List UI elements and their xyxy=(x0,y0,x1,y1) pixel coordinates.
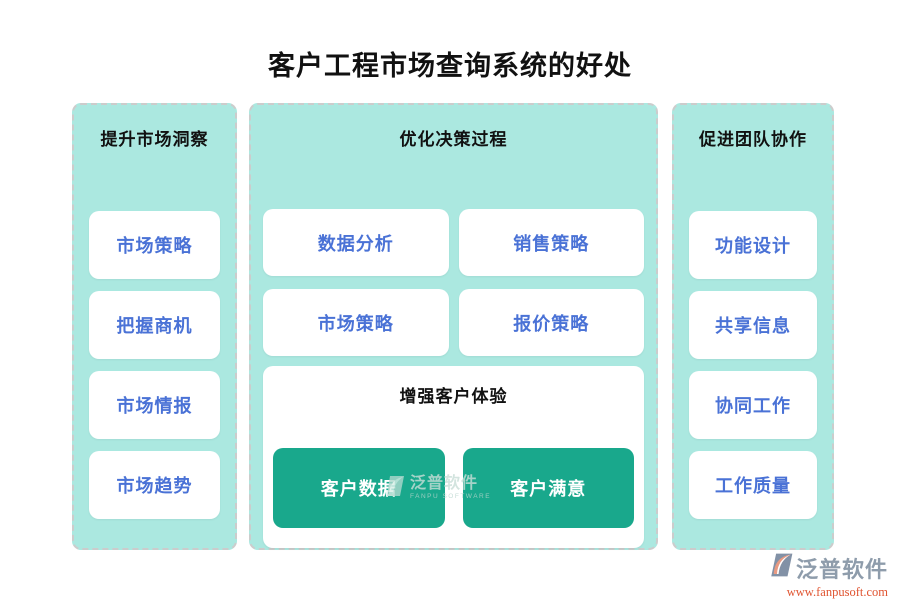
customer-satisfaction-block: 客户满意 xyxy=(462,448,634,528)
market-insight-cards: 市场策略 把握商机 市场情报 市场趋势 xyxy=(74,211,235,519)
page-title: 客户工程市场查询系统的好处 xyxy=(268,51,632,81)
card-market-strategy-mid: 市场策略 xyxy=(263,289,449,356)
card-collaborative-work: 协同工作 xyxy=(689,371,817,439)
card-market-intelligence: 市场情报 xyxy=(89,371,220,439)
panel-team-collaboration: 促进团队协作 功能设计 共享信息 协同工作 工作质量 xyxy=(672,103,834,550)
card-data-analysis: 数据分析 xyxy=(263,209,449,276)
customer-data-block: 客户数据 xyxy=(273,448,445,528)
team-collaboration-cards: 功能设计 共享信息 协同工作 工作质量 xyxy=(674,211,832,519)
card-quote-strategy: 报价策略 xyxy=(458,289,644,356)
customer-experience-buttons: 客户数据 客户满意 xyxy=(273,448,634,528)
customer-experience-header: 增强客户体验 xyxy=(399,387,508,406)
card-function-design: 功能设计 xyxy=(689,211,817,279)
footer-brand-name: 泛普软件 xyxy=(795,556,888,582)
card-market-trend: 市场趋势 xyxy=(89,451,220,519)
footer-brand: 泛普软件 www.fanpusoft.com xyxy=(768,551,888,600)
card-share-info: 共享信息 xyxy=(689,291,817,359)
card-seize-opportunity: 把握商机 xyxy=(89,291,220,359)
footer-brand-row: 泛普软件 xyxy=(768,551,888,584)
fanpu-logo-icon xyxy=(768,551,794,584)
panel-decision-process-header: 优化决策过程 xyxy=(399,130,508,149)
panel-decision-process: 优化决策过程 数据分析 销售策略 市场策略 报价策略 增强客户体验 客户数据 客… xyxy=(249,103,658,550)
card-market-strategy-left: 市场策略 xyxy=(89,211,220,279)
panel-team-collaboration-header: 促进团队协作 xyxy=(699,130,807,149)
decision-cards: 数据分析 销售策略 市场策略 报价策略 xyxy=(263,209,644,356)
panel-market-insight-header: 提升市场洞察 xyxy=(100,130,209,149)
card-work-quality: 工作质量 xyxy=(689,451,817,519)
panel-market-insight: 提升市场洞察 市场策略 把握商机 市场情报 市场趋势 xyxy=(72,103,237,550)
card-sales-strategy: 销售策略 xyxy=(458,209,644,276)
footer-brand-url: www.fanpusoft.com xyxy=(786,585,888,599)
customer-experience-box: 增强客户体验 客户数据 客户满意 xyxy=(263,366,644,548)
